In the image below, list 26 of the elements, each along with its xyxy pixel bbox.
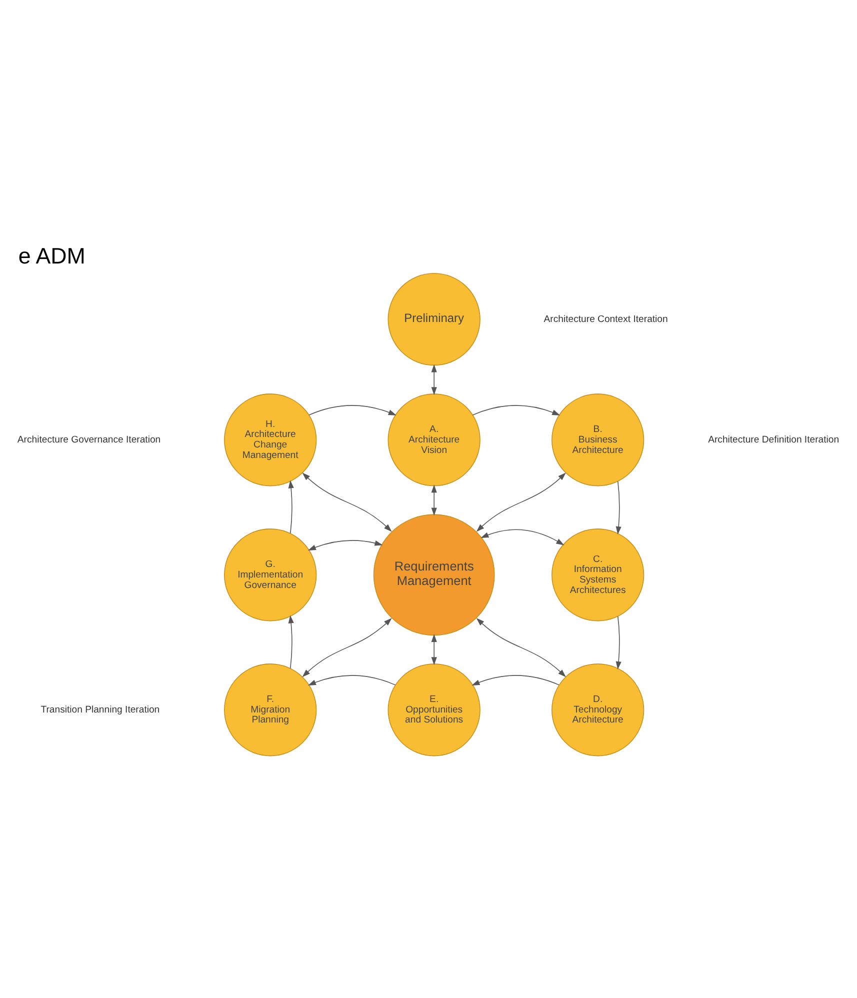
arrow: [431, 364, 437, 396]
arrow: [616, 481, 622, 535]
arrow: [302, 472, 392, 532]
arrow: [472, 405, 560, 416]
label: Transition Planning Iteration: [40, 704, 160, 716]
arrow: [616, 616, 622, 670]
node-circle: H. Architecture Change Management: [224, 394, 317, 486]
arrow: [308, 675, 396, 686]
node-circle: D. Technology Architecture: [552, 664, 644, 756]
label: Architecture Context Iteration: [544, 314, 668, 325]
arrow: [476, 618, 566, 678]
arrow: [288, 480, 294, 534]
arrow: [472, 675, 560, 686]
arrow: [480, 529, 564, 546]
node-circle: Preliminary: [388, 272, 480, 366]
label: Architecture Governance Iteration: [17, 434, 161, 446]
arrow: [476, 472, 566, 532]
arrow: [302, 618, 392, 678]
arrow: [431, 484, 437, 516]
arrow: [308, 405, 396, 416]
arrow: [308, 540, 383, 550]
arrow: [431, 634, 437, 666]
diagram-title: e ADM: [18, 243, 86, 268]
label: Architecture Definition Iteration: [708, 434, 840, 446]
arrow: [288, 615, 294, 669]
node-circle: C. Information Systems Architectures: [552, 528, 644, 622]
